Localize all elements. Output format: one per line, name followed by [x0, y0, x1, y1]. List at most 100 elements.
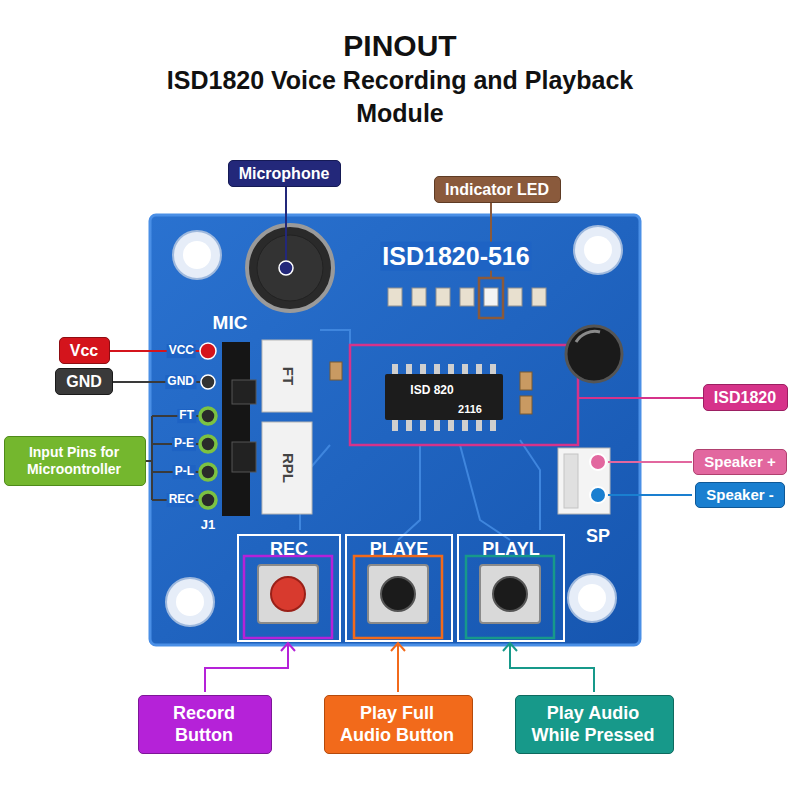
- silkscreen-frame: [346, 535, 452, 641]
- callout-text: Input Pins for Microontroller: [15, 444, 133, 478]
- input-pin: [200, 436, 216, 452]
- leader-line: [578, 397, 705, 399]
- page-subtitle: ISD1820 Voice Recording and Playback Mod…: [120, 64, 680, 130]
- mounting-hole-center: [183, 241, 211, 269]
- callout-box: ISD1820: [703, 384, 788, 411]
- silkscreen-frame: [458, 535, 564, 641]
- callout-box: Play Full Audio Button: [324, 695, 473, 754]
- page-title: PINOUT: [0, 28, 800, 64]
- button-highlight: [466, 556, 554, 638]
- button-label: PLAYL: [482, 539, 539, 560]
- smd-led: [484, 288, 498, 306]
- smd-capacitor: [330, 362, 342, 380]
- play-button-cap: [381, 577, 415, 611]
- smd-resistor: [436, 288, 450, 306]
- silkscreen-label: MIC: [213, 312, 248, 334]
- callout-text: Vcc: [69, 341, 100, 360]
- callout-box: Indicator LED: [434, 176, 561, 203]
- mounting-hole: [166, 578, 214, 626]
- speaker-minus-pin: [590, 487, 606, 503]
- smd-resistor: [388, 288, 402, 306]
- connector-latch: [564, 454, 578, 508]
- record-button-cap: [271, 577, 305, 611]
- callout-text: Play Audio While Pressed: [526, 703, 661, 746]
- pin-name: P-E: [172, 437, 196, 451]
- chip-marking: 2116: [458, 403, 482, 416]
- leader-line: [205, 643, 288, 692]
- smd-components: [330, 288, 546, 414]
- leader-line: [510, 643, 594, 692]
- callout-box: Speaker +: [693, 449, 787, 475]
- chip-pin: [476, 419, 482, 431]
- vcc-pin: [200, 343, 216, 359]
- electrolytic-capacitor: [566, 326, 622, 382]
- pin-name: VCC: [167, 344, 196, 358]
- pin-name: REC: [167, 493, 196, 507]
- mounting-hole: [173, 231, 221, 279]
- chip-pin: [434, 419, 440, 431]
- leader-line: [397, 643, 399, 692]
- leader-line: [285, 185, 287, 262]
- mounting-hole-center: [578, 584, 606, 612]
- chip-pin: [420, 419, 426, 431]
- jumper-cap: [232, 380, 256, 404]
- capacitor-shine: [576, 331, 600, 342]
- speaker-plus-pin: [590, 454, 606, 470]
- chip-pin: [462, 419, 468, 431]
- chip-marking: ISD 820: [410, 384, 453, 398]
- callout-box: Record Button: [138, 695, 272, 754]
- chip-pin: [406, 419, 412, 431]
- push-button: [368, 565, 428, 623]
- input-pin: [200, 408, 216, 424]
- smd-resistor: [532, 288, 546, 306]
- microphone-mesh: [257, 235, 323, 301]
- mounting-hole: [568, 574, 616, 622]
- jumper-cap: [232, 442, 256, 472]
- pin-name: FT: [177, 409, 196, 423]
- pin-name: GND: [165, 375, 196, 389]
- smd-resistor: [460, 288, 474, 306]
- button-label: PLAYE: [370, 539, 428, 560]
- callout-text: Microphone: [238, 164, 331, 183]
- connector-housing: [262, 340, 312, 412]
- leader-arrowhead: [391, 643, 405, 651]
- callout-text: GND: [65, 372, 103, 391]
- connector-name: J1: [201, 518, 215, 533]
- leader-arrowhead: [281, 643, 295, 651]
- callout-box: Input Pins for Microontroller: [4, 436, 146, 486]
- push-button: [480, 565, 540, 623]
- chip-pin: [490, 419, 496, 431]
- leader-line: [608, 461, 692, 463]
- gnd-pin: [201, 375, 215, 389]
- callout-text: Play Full Audio Button: [335, 703, 460, 746]
- silkscreen-frame: [238, 535, 340, 641]
- leader-arrowhead: [503, 643, 517, 651]
- smd-resistor: [412, 288, 426, 306]
- mounting-hole: [574, 226, 622, 274]
- play-button-cap: [493, 577, 527, 611]
- callout-box: GND: [55, 368, 113, 395]
- chip-pin: [448, 419, 454, 431]
- callout-box: Speaker -: [695, 482, 785, 508]
- jumper-label: FT: [279, 367, 296, 385]
- button-highlight: [354, 556, 442, 638]
- callout-text: Record Button: [149, 703, 259, 746]
- led-highlight: [479, 278, 503, 318]
- callout-text: Speaker -: [705, 486, 775, 504]
- callout-text: ISD1820: [713, 388, 778, 407]
- input-pin: [200, 492, 216, 508]
- pin-header: [222, 342, 250, 516]
- push-button: [258, 565, 318, 623]
- connector-housing: [262, 422, 312, 514]
- callout-box: Play Audio While Pressed: [515, 695, 674, 754]
- microphone: [247, 225, 333, 311]
- chip-pin: [392, 419, 398, 431]
- pcb-trace: [300, 330, 540, 540]
- isd1820-chip: [385, 374, 503, 420]
- chip-highlight: [350, 345, 578, 445]
- pin-name: P-L: [173, 465, 196, 479]
- mounting-hole-center: [584, 236, 612, 264]
- smd-resistor: [508, 288, 522, 306]
- speaker-connector: [558, 448, 610, 514]
